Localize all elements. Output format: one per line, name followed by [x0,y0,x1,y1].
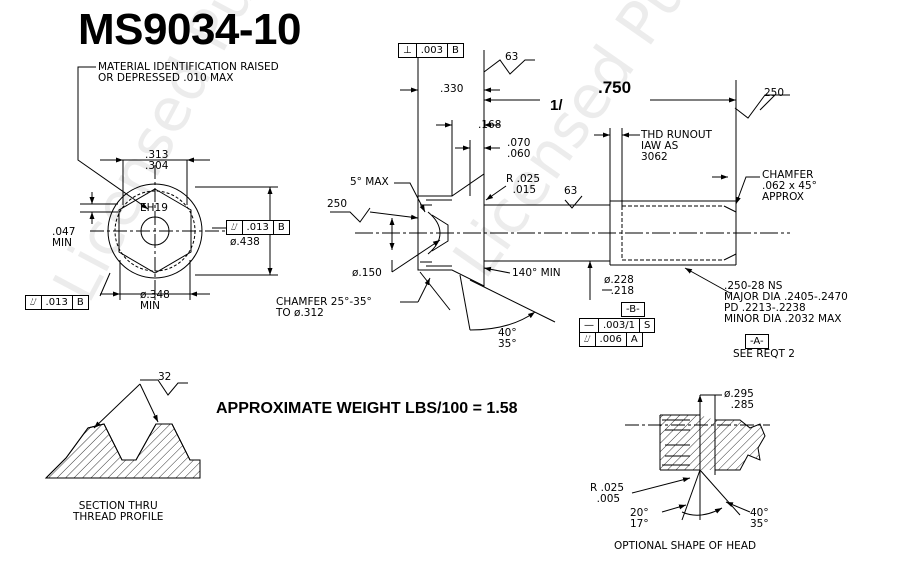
fcf-runout-left: ⌰ .013 B [25,295,89,310]
fcf-datum: S [639,319,654,332]
surface-250-right: 250 [764,87,785,99]
across-flats-dim: .313 .304 [145,149,169,172]
fcf-datum: B [71,296,88,309]
fcf-datum: B [446,44,463,57]
thread-profile-section [44,379,201,479]
bolt-side-view [330,50,790,331]
fcf-datum: B [272,221,289,234]
material-id-note: MATERIAL IDENTIFICATION RAISED OR DEPRES… [98,61,279,84]
angle-40-35: 40° 35° [498,327,517,350]
angle-140-min: 140° MIN [512,267,561,279]
head-end-view [77,66,278,300]
surface-63-shank: 63 [564,185,578,197]
optional-head-view [625,394,770,521]
length-dim-750: .750 [598,78,632,97]
datum-a-label: -A- [750,336,764,347]
optional-angle-20-17: 20° 17° [630,507,649,530]
section-caption: SECTION THRU THREAD PROFILE [73,500,164,523]
optional-radius: R .025 .005 [590,482,625,505]
fcf-tolerance: .006 [594,333,626,346]
surface-32: 32 [158,371,172,383]
perpendicular-symbol-icon: ⊥ [403,45,412,56]
dim-330: .330 [440,83,464,95]
thread-spec-note: .250-28 NS MAJOR DIA .2405-.2470 PD .221… [724,280,848,325]
fcf-tolerance: .013 [241,221,273,234]
fcf-perpendicularity: ⊥ .003 B [398,43,464,58]
surface-63-top: 63 [505,51,519,63]
runout-arrow-icon: ⌰ [30,297,37,308]
fcf-tolerance: .003/1 [598,319,639,332]
datum-a-box: -A- [745,334,769,349]
diameter-438: ø.438 [230,236,260,248]
datum-b-label: -B- [626,304,640,315]
head-marking: EH19 [140,202,168,214]
see-reqt-note: SEE REQT 2 [733,348,795,360]
fcf-runout-right: ⌰ .013 B [226,220,290,235]
chamfer-062-note: CHAMFER .062 x 45° APPROX [762,169,817,203]
runout-arrow-icon: ⌰ [231,222,238,233]
optional-head-caption: OPTIONAL SHAPE OF HEAD [614,540,757,552]
part-number-title: MS9034-10 [78,5,301,54]
dim-070: .070 .060 [507,137,531,160]
diameter-348: ø.348 MIN [140,289,170,312]
dim-168: .168 [478,119,502,131]
chamfer-25-35-note: CHAMFER 25°-35° TO ø.312 [276,296,372,319]
five-deg-max: 5° MAX [350,176,389,188]
fcf-position: — .003/1 S [579,318,656,333]
optional-angle-40-35: 40° 35° [750,507,769,530]
fcf-tolerance: .003 [415,44,447,57]
surface-250-left: 250 [327,198,348,210]
weight-note: APPROXIMATE WEIGHT LBS/100 = 1.58 [216,400,518,417]
fcf-tolerance: .013 [40,296,72,309]
diameter-150: ø.150 [352,267,382,279]
diameter-228: ø.228 .218 [604,274,635,297]
thickness-dim-047: .047 MIN [52,226,76,249]
fcf-datum: A [625,333,642,346]
fcf-runout-mid: ⌰ .006 A [579,332,643,347]
datum-b-box: -B- [621,302,645,317]
position-symbol-icon: — [584,320,594,331]
thread-runout-note: THD RUNOUT IAW AS 3062 [641,129,712,163]
radius-025: R .025 .015 [506,173,541,196]
fraction-mark: 1/ [550,97,563,114]
optional-diameter-295: ø.295 .285 [724,388,755,411]
runout-arrow-icon: ⌰ [584,334,591,345]
